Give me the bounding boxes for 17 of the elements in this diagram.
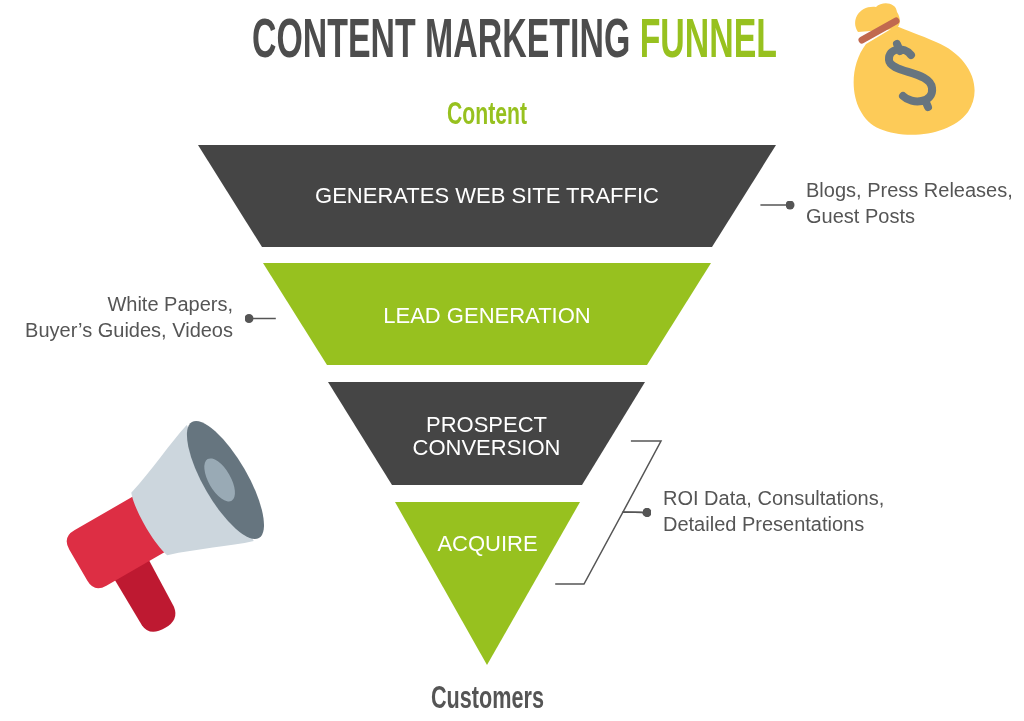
annotation-text: Blogs, Press Releases, Guest Posts [806, 177, 1020, 229]
funnel-stage [328, 382, 645, 485]
funnel-bottom-label: Customers [430, 681, 544, 713]
title: CONTENT MARKETING FUNNEL [251, 10, 777, 66]
funnel-stage [198, 145, 776, 247]
annotation-text: ROI Data, Consultations, Detailed Presentations [663, 484, 903, 537]
funnel-stage [263, 263, 711, 365]
stage-label: ACQUIRE [437, 531, 538, 555]
funnel-top-label: Content [447, 98, 527, 129]
leader-line [759, 200, 795, 210]
bracket-line [554, 508, 652, 585]
annotation-text: White Papers, Buyer’s Guides, Videos [25, 290, 233, 343]
stage-label: PROSPECT CONVERSION [411, 413, 562, 459]
stage-label: GENERATES WEB SITE TRAFFIC [315, 183, 659, 207]
funnel-stage [395, 502, 580, 665]
stage-label: LEAD GENERATION [383, 303, 591, 327]
leader-line [244, 314, 277, 323]
